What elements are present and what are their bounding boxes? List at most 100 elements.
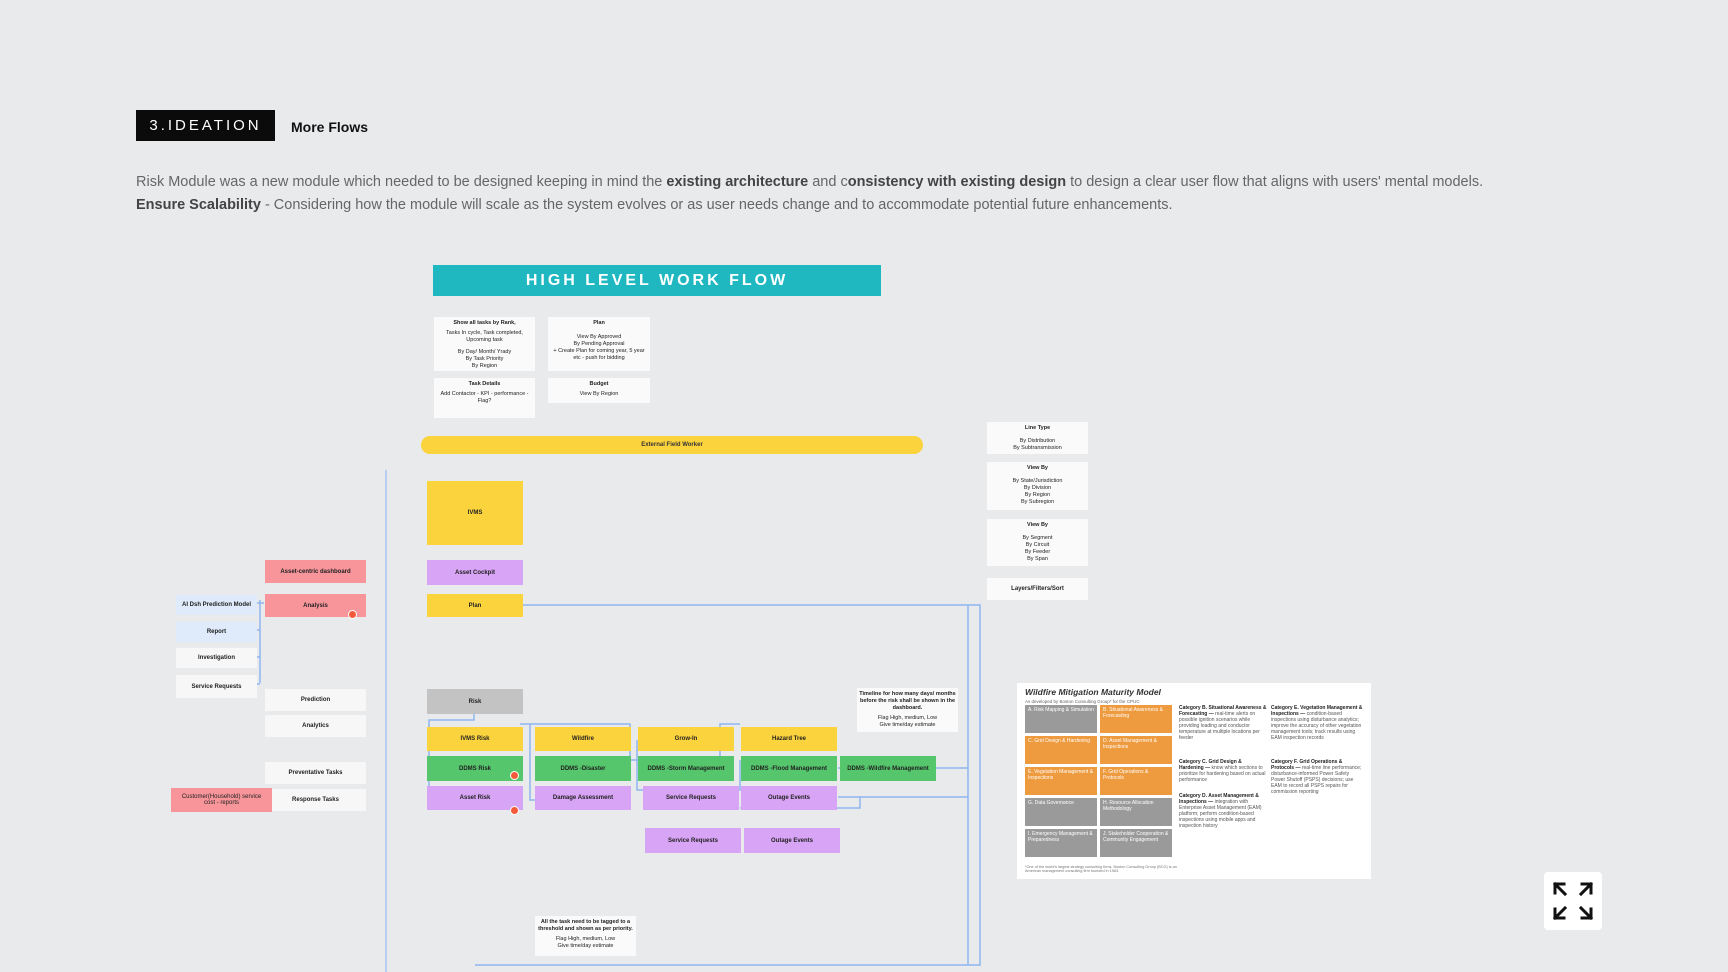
- threshold-note: All the task need to be tagged to a thre…: [535, 916, 636, 956]
- card-line: By Subtransmission: [1013, 445, 1062, 451]
- maturity-cell: F. Grid Operations & Protocols: [1100, 767, 1172, 795]
- note-line: Give time/day estimate: [879, 722, 936, 728]
- note-line: Flag High, medium, Low: [555, 936, 616, 942]
- tasks-card: Show all tasks by Rank, Tasks In cycle, …: [434, 317, 535, 371]
- ddms-risk-node: DDMS Risk: [427, 756, 523, 781]
- maturity-note-text: condition-based inspections using distur…: [1271, 711, 1362, 741]
- grow-in-node: Grow-In: [638, 727, 734, 751]
- card-line: Upcoming task: [466, 337, 503, 343]
- card-title: View By: [1027, 465, 1048, 471]
- budget-card: Budget View By Region: [548, 378, 650, 403]
- plan-card: Plan View By Approved By Pending Approva…: [548, 317, 650, 371]
- ai-prediction-model-node: AI Dsh Prediction Model: [176, 595, 257, 615]
- intro-text: - Considering how the module will scale …: [260, 197, 1173, 213]
- card-title: Line Type: [1024, 425, 1051, 431]
- card-line: etc - push for bidding: [573, 355, 625, 361]
- outage-events-bottom-node: Outage Events: [744, 828, 840, 853]
- external-field-worker-bar: External Field Worker: [421, 436, 923, 454]
- ddms-disaster-node: DDMS -Disaster: [535, 756, 631, 781]
- maturity-cell: C. Grid Design & Hardening: [1025, 736, 1097, 764]
- section-subhead: More Flows: [291, 119, 369, 135]
- card-line: Flag?: [477, 398, 492, 404]
- card-line: View By Region: [579, 391, 619, 397]
- maturity-note-text: integration with Enterprise Asset Manage…: [1179, 799, 1262, 829]
- card-line: By Region: [1024, 492, 1051, 498]
- maturity-model-subtitle: As developed by Boston Consulting Group*…: [1025, 699, 1140, 704]
- intro-text: and c: [808, 174, 848, 190]
- intro-bold: existing architecture: [666, 174, 809, 190]
- layers-filters-sort-card: Layers/Filters/Sort: [987, 578, 1088, 600]
- card-line: By Task Priority: [465, 356, 504, 362]
- response-tasks-node: Response Tasks: [265, 789, 366, 811]
- outage-events-row-node: Outage Events: [741, 786, 837, 810]
- section-badge: 3.IDEATION: [136, 110, 275, 141]
- maturity-cell: A. Risk Mapping & Simulation: [1025, 705, 1097, 733]
- intro-bold: Ensure Scalability: [136, 197, 261, 213]
- maturity-note-text: real-time line performance; disturbance-…: [1271, 765, 1362, 795]
- maturity-cell: I. Emergency Management & Preparedness: [1025, 829, 1097, 857]
- card-title: Show all tasks by Rank,: [453, 320, 516, 326]
- ddms-storm-node: DDMS -Storm Management: [638, 756, 734, 781]
- asset-cockpit-node: Asset Cockpit: [427, 560, 523, 585]
- maturity-note-text: real-time alerts on possible ignition sc…: [1179, 711, 1260, 741]
- maturity-cell: J. Stakeholder Cooperation & Community E…: [1100, 829, 1172, 857]
- note-line: Flag High, medium, Low: [877, 715, 938, 721]
- note-title: Timeline for how many days/ months befor…: [859, 691, 956, 711]
- report-node: Report: [176, 622, 257, 642]
- ddms-wildfire-node: DDMS -Wildfire Management: [840, 756, 936, 781]
- card-line: Add Contactor - KPI - performance -: [440, 391, 529, 397]
- high-level-workflow-title: HIGH LEVEL WORK FLOW: [433, 265, 881, 296]
- intro-text: Risk Module was a new module which neede…: [136, 174, 667, 190]
- maturity-cell: G. Data Governance: [1025, 798, 1097, 826]
- maturity-footnote: *One of the world's largest strategy con…: [1025, 865, 1177, 873]
- intro-bold: onsistency with existing design: [847, 174, 1067, 190]
- timeline-note: Timeline for how many days/ months befor…: [857, 688, 958, 732]
- service-requests-row-node: Service Requests: [643, 786, 739, 810]
- ddms-flood-node: DDMS -Flood Management: [741, 756, 837, 781]
- maturity-note-title: Category E. Vegetation Management & Insp…: [1271, 705, 1363, 717]
- task-details-card: Task Details Add Contactor - KPI - perfo…: [434, 378, 535, 418]
- analytics-node: Analytics: [265, 715, 366, 737]
- asset-risk-node: Asset Risk: [427, 786, 523, 810]
- note-line: Give time/day estimate: [557, 943, 614, 949]
- plan-node: Plan: [427, 594, 523, 617]
- maturity-note-title: Category B. Situational Awareness & Fore…: [1179, 705, 1267, 717]
- maturity-note: Category B. Situational Awareness & Fore…: [1179, 705, 1267, 741]
- card-line: By Pending Approval: [573, 341, 625, 347]
- service-requests-bottom-node: Service Requests: [645, 828, 741, 853]
- line-type-card: Line Type By Distribution By Subtransmis…: [987, 422, 1088, 454]
- card-title: Plan: [593, 320, 605, 326]
- maturity-note: Category D. Asset Management & Inspectio…: [1179, 793, 1267, 829]
- card-line: By Subregion: [1020, 499, 1055, 505]
- note-title: All the task need to be tagged to a thre…: [538, 919, 633, 932]
- maturity-note: Category F. Grid Operations & Protocols …: [1271, 759, 1363, 795]
- card-line: + Create Plan for coming year, 5 year: [553, 348, 645, 354]
- maturity-note-text: know which sections to prioritize for ha…: [1179, 765, 1266, 783]
- maturity-cell: D. Asset Management & Inspections: [1100, 736, 1172, 764]
- card-line: By Span: [1027, 556, 1048, 562]
- maturity-cell: H. Resource Allocation Methodology: [1100, 798, 1172, 826]
- card-line: By Feeder: [1024, 549, 1051, 555]
- expand-button[interactable]: [1544, 872, 1602, 930]
- investigation-node: Investigation: [176, 648, 257, 668]
- expand-icon: [1552, 881, 1594, 921]
- wildfire-node: Wildfire: [535, 727, 631, 751]
- maturity-cell: B. Situational Awareness & Forecasting: [1100, 705, 1172, 733]
- prediction-node: Prediction: [265, 689, 366, 711]
- risk-node: Risk: [427, 689, 523, 714]
- service-requests-node: Service Requests: [176, 675, 257, 698]
- view-by-region-card: View By By State/Jurisdiction By Divisio…: [987, 462, 1088, 510]
- maturity-model-title: Wildfire Mitigation Maturity Model: [1025, 687, 1161, 697]
- card-line: By Division: [1023, 485, 1052, 491]
- asset-centric-dashboard-node: Asset-centric dashboard: [265, 560, 366, 583]
- maturity-note: Category E. Vegetation Management & Insp…: [1271, 705, 1363, 741]
- customer-service-cost-node: Customer(Household) service cost - repor…: [171, 788, 272, 812]
- status-dot: [348, 610, 357, 619]
- intro-paragraph: Risk Module was a new module which neede…: [136, 171, 1596, 217]
- maturity-note-title: Category F. Grid Operations & Protocols …: [1271, 759, 1343, 771]
- intro-text: to design a clear user flow that aligns …: [1066, 174, 1484, 190]
- card-line: By Day/ Month/ Yrady: [457, 349, 512, 355]
- preventative-tasks-node: Preventative Tasks: [265, 762, 366, 784]
- maturity-cell: E. Vegetation Management & Inspections: [1025, 767, 1097, 795]
